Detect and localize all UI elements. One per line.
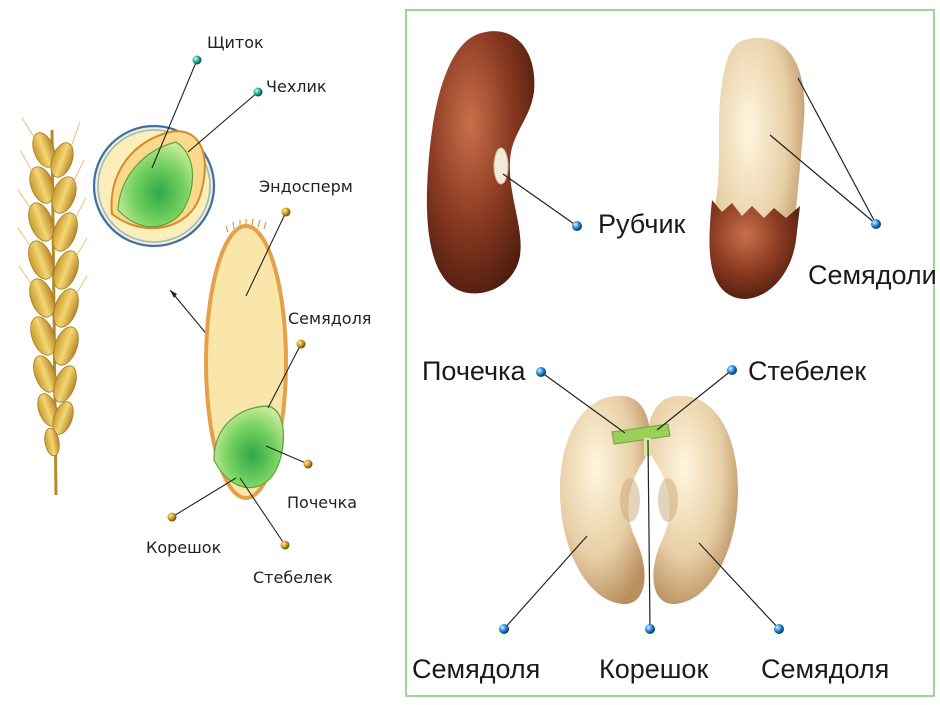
label-bean-bud: Почечка — [422, 356, 526, 386]
label-endosperm: Эндосперм — [259, 177, 353, 196]
label-hilum: Рубчик — [598, 209, 686, 239]
wheat-label-dots — [167, 55, 313, 550]
label-marker — [645, 624, 655, 634]
label-marker — [296, 339, 306, 349]
label-marker — [303, 459, 313, 469]
peeled-bean-illustration — [709, 37, 805, 299]
label-bud: Почечка — [287, 493, 357, 512]
whole-bean-illustration — [426, 31, 535, 294]
label-stem: Стебелек — [253, 568, 333, 587]
label-cotyledon-right: Семядоля — [761, 654, 889, 684]
bean-panel-frame — [405, 9, 935, 697]
label-shield: Щиток — [207, 33, 264, 52]
label-cap: Чехлик — [266, 77, 327, 96]
label-marker — [774, 624, 784, 634]
label-marker — [727, 365, 737, 375]
label-marker — [572, 221, 582, 231]
open-bean-illustration — [560, 395, 738, 605]
label-marker — [536, 367, 546, 377]
label-marker — [167, 512, 177, 522]
label-marker — [192, 55, 202, 65]
label-root: Корешок — [146, 538, 222, 557]
label-marker — [281, 207, 291, 217]
label-cotyledon: Семядоля — [288, 309, 371, 328]
zoom-pointer-arrowhead — [170, 290, 177, 298]
bean-label-dots — [499, 219, 881, 634]
label-marker — [280, 540, 290, 550]
wheat-leader-lines — [151, 59, 309, 546]
wheat-grain-section — [204, 218, 288, 500]
label-marker — [253, 87, 263, 97]
label-cotyledons: Семядоли — [808, 260, 937, 290]
label-bean-root: Корешок — [599, 654, 708, 684]
wheat-ear-illustration — [17, 117, 88, 496]
label-bean-stem: Стебелек — [748, 356, 866, 386]
wheat-embryo-zoom — [92, 124, 216, 248]
bean-leader-lines — [502, 77, 877, 630]
label-marker — [871, 219, 881, 229]
label-cotyledon-left: Семядоля — [412, 654, 540, 684]
label-marker — [499, 624, 509, 634]
